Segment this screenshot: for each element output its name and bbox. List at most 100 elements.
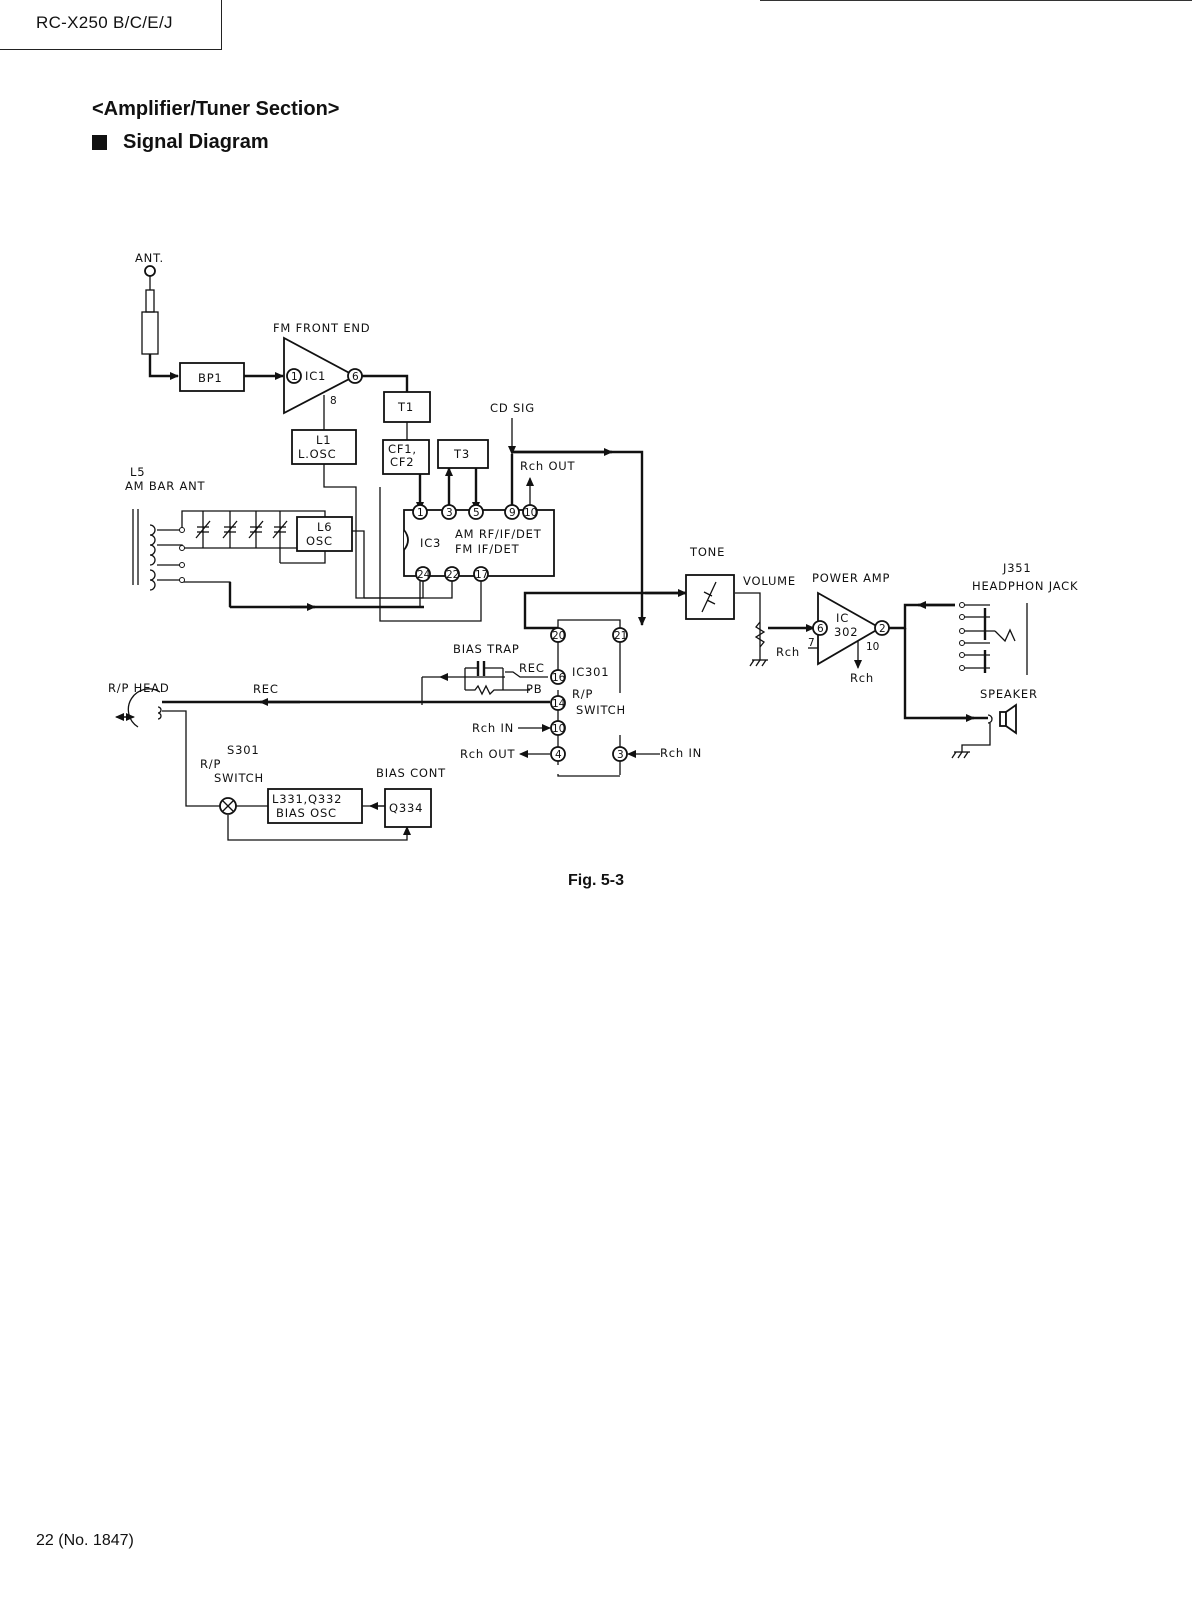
label-l6: L6 bbox=[317, 520, 332, 534]
wires bbox=[132, 275, 1028, 841]
label-rec-big: REC bbox=[253, 682, 279, 696]
pin-ic3-17: 17 bbox=[475, 569, 488, 581]
label-osc: OSC bbox=[306, 534, 333, 548]
label-fm-front-end: FM FRONT END bbox=[273, 321, 370, 335]
label-power-amp: POWER AMP bbox=[812, 571, 890, 585]
label-bias-trap: BIAS TRAP bbox=[453, 642, 520, 656]
pin-ic1-6: 6 bbox=[352, 371, 359, 383]
label-tone: TONE bbox=[689, 545, 725, 559]
square-bullet-icon bbox=[92, 135, 107, 150]
label-l-osc: L.OSC bbox=[298, 447, 336, 461]
model-number: RC-X250 B/C/E/J bbox=[36, 13, 173, 32]
pin-ic3-1: 1 bbox=[417, 507, 424, 519]
pin-ic1-8: 8 bbox=[330, 395, 337, 407]
label-rp-head: R/P HEAD bbox=[108, 681, 170, 695]
labels: ANT. FM FRONT END BP1 IC1 1 6 8 T1 L1 L.… bbox=[108, 251, 1078, 820]
label-speaker: SPEAKER bbox=[980, 687, 1038, 701]
label-ant: ANT. bbox=[135, 251, 164, 265]
label-rp-switch-b: SWITCH bbox=[576, 703, 626, 717]
label-rch-ic302-out: Rch bbox=[850, 671, 874, 685]
ic3-block bbox=[403, 509, 555, 577]
pin-ic302-6: 6 bbox=[817, 623, 824, 635]
label-am-bar-ant: AM BAR ANT bbox=[125, 479, 206, 493]
label-bias-cont: BIAS CONT bbox=[376, 766, 446, 780]
pin-ic301-10: 10 bbox=[552, 723, 565, 735]
label-s301: S301 bbox=[227, 743, 259, 757]
l6-block bbox=[296, 516, 353, 552]
label-ic302-a: IC bbox=[836, 611, 849, 625]
label-ic302-b: 302 bbox=[834, 625, 858, 639]
label-cf1: CF1, bbox=[388, 442, 417, 456]
label-cf2: CF2 bbox=[390, 455, 414, 469]
antenna-terminal bbox=[144, 265, 156, 277]
label-t3: T3 bbox=[453, 447, 470, 461]
rp-head-icon bbox=[127, 688, 161, 728]
label-j351: J351 bbox=[1002, 561, 1032, 575]
bp1-block bbox=[179, 362, 245, 392]
label-ic3-am: AM RF/IF/DET bbox=[455, 527, 542, 541]
pin-ic302-2: 2 bbox=[879, 623, 886, 635]
t3-block bbox=[437, 439, 489, 469]
label-cd-sig: CD SIG bbox=[490, 401, 535, 415]
volume-resistor-icon bbox=[754, 621, 766, 648]
top-rule bbox=[760, 0, 1192, 1]
l5-coil2-icon bbox=[149, 569, 156, 591]
label-l5: L5 bbox=[130, 465, 145, 479]
pin-ic301-3: 3 bbox=[617, 749, 624, 761]
label-rch-out-top: Rch OUT bbox=[520, 459, 576, 473]
model-header-box: RC-X250 B/C/E/J bbox=[0, 0, 222, 50]
tone-control-block bbox=[685, 574, 735, 620]
label-l1: L1 bbox=[316, 433, 331, 447]
pin-ic301-21: 21 bbox=[614, 630, 627, 642]
label-pb: PB bbox=[526, 682, 542, 696]
label-bp1: BP1 bbox=[198, 371, 223, 385]
pin-ic301-4: 4 bbox=[555, 749, 562, 761]
pin-circles bbox=[179, 368, 965, 762]
pin-ic301-20: 20 bbox=[552, 630, 565, 642]
label-ic3-fm: FM IF/DET bbox=[455, 542, 520, 556]
label-rch-in-right: Rch IN bbox=[660, 746, 702, 760]
ground-icon bbox=[749, 659, 970, 759]
label-bias-osc-a: L331,Q332 bbox=[272, 792, 342, 806]
page-number: 22 (No. 1847) bbox=[36, 1532, 134, 1549]
t1-block bbox=[383, 391, 431, 423]
q334-block bbox=[384, 788, 432, 828]
pin-ic302-10: 10 bbox=[866, 641, 879, 653]
bias-osc-block bbox=[267, 788, 363, 824]
label-ic3: IC3 bbox=[420, 536, 441, 550]
label-rec-small: REC bbox=[519, 661, 545, 675]
subtitle: Signal Diagram bbox=[92, 131, 269, 154]
pin-ic3-24: 24 bbox=[417, 569, 431, 581]
subtitle-text: Signal Diagram bbox=[123, 131, 269, 153]
label-ic301: IC301 bbox=[572, 665, 609, 679]
label-t1: T1 bbox=[397, 400, 414, 414]
pin-ic301-14: 14 bbox=[552, 698, 566, 710]
pin-ic3-3: 3 bbox=[446, 507, 453, 519]
l1-block bbox=[291, 429, 357, 465]
label-rch-out-left: Rch OUT bbox=[460, 747, 516, 761]
cf-block bbox=[382, 439, 430, 475]
label-rp-switch-a: R/P bbox=[572, 687, 593, 701]
label-s301-switch: SWITCH bbox=[214, 771, 264, 785]
components bbox=[115, 265, 1017, 828]
l5-coil-icon bbox=[149, 524, 156, 566]
figure-caption: Fig. 5-3 bbox=[567, 872, 624, 889]
pin-ic302-7: 7 bbox=[808, 637, 815, 649]
label-ic1: IC1 bbox=[305, 369, 326, 383]
label-q334: Q334 bbox=[389, 801, 423, 815]
label-s301-rp: R/P bbox=[200, 757, 221, 771]
variable-resistor-icon bbox=[701, 581, 717, 613]
pin-ic3-22: 22 bbox=[446, 569, 459, 581]
ic1-triangle bbox=[283, 336, 357, 415]
variable-capacitor-icon bbox=[195, 520, 288, 539]
pin-ic1-1: 1 bbox=[291, 371, 298, 383]
label-volume: VOLUME bbox=[743, 574, 796, 588]
section-title: <Amplifier/Tuner Section> bbox=[92, 98, 340, 120]
pin-ic3-5: 5 bbox=[473, 507, 480, 519]
pin-ic3-10: 10 bbox=[524, 507, 537, 519]
label-rch-ic302-in: Rch bbox=[776, 645, 800, 659]
pin-ic3-9: 9 bbox=[509, 507, 516, 519]
pin-ic301-16: 16 bbox=[552, 672, 566, 684]
label-rch-in-left: Rch IN bbox=[472, 721, 514, 735]
